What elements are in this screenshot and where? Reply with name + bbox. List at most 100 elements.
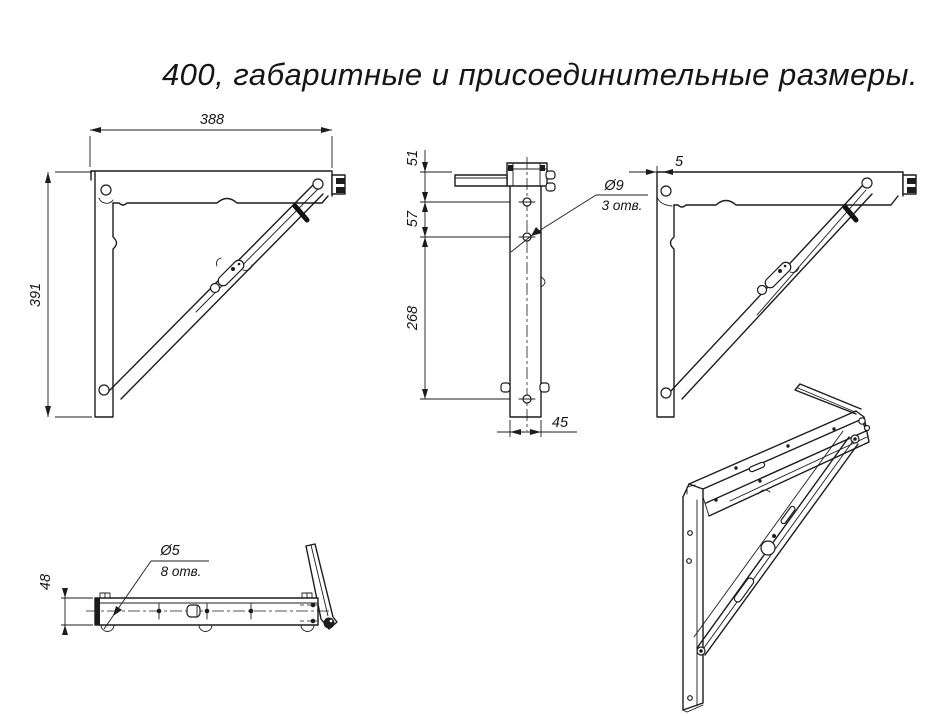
dim-width-label: 388 — [200, 112, 224, 128]
arrowhead — [321, 127, 332, 133]
arm-edge — [688, 410, 857, 485]
rivet-tab — [545, 182, 556, 192]
bar-end-cap — [95, 598, 100, 625]
callout-count: 3 отв. — [602, 198, 643, 213]
arm-hole — [734, 466, 738, 470]
dim-48-label: 48 — [38, 574, 54, 590]
brace-line — [120, 193, 324, 400]
hole — [98, 384, 110, 396]
arm-edge — [702, 418, 863, 490]
hole — [660, 387, 672, 399]
latch-pin — [783, 264, 787, 268]
hole-mark — [310, 602, 316, 608]
bracket-arm-outline — [90, 170, 333, 197]
lever-pivot-highlight — [329, 619, 333, 623]
hole — [100, 184, 112, 196]
dimension-line — [61, 590, 93, 634]
brace-slot — [292, 203, 310, 223]
bottom-bolt-center — [699, 649, 703, 653]
view-folded: 48 Ø5 8 отв. — [38, 543, 338, 635]
arm-left-edge — [702, 496, 710, 517]
hole — [861, 177, 873, 189]
hole — [312, 178, 324, 190]
brace-line — [195, 188, 319, 313]
dim-268-label: 268 — [405, 306, 421, 331]
arrowhead — [531, 227, 542, 236]
dim-51-label: 51 — [405, 150, 421, 166]
rivet-tab — [539, 382, 550, 393]
brace-inner-line — [700, 440, 854, 653]
latch-slot — [217, 259, 245, 287]
arrowhead — [62, 588, 68, 598]
latch-detail — [242, 264, 253, 271]
dim-height-label: 391 — [28, 283, 44, 307]
latch-hole — [760, 540, 776, 556]
slot — [186, 604, 201, 618]
view-side-right: 5 — [629, 154, 917, 418]
pivot-bolt-center — [853, 437, 857, 441]
callout-count: 8 отв. — [161, 564, 202, 579]
folding-lever-line — [797, 387, 856, 413]
hole — [660, 185, 672, 197]
column-body — [509, 165, 542, 418]
view-side-unfolded: 388 391 — [28, 112, 346, 418]
hole-mark — [156, 608, 162, 614]
dimension-line — [629, 166, 702, 186]
arm-notch — [757, 489, 771, 495]
arm-edge — [708, 441, 870, 517]
latch-pin — [778, 269, 782, 273]
rivet-line — [104, 592, 308, 599]
pivot-bolt — [863, 424, 871, 432]
post-foot — [682, 704, 704, 713]
callout-diameter: Ø9 — [603, 178, 623, 194]
dim-57-label: 57 — [405, 210, 421, 227]
pivot-bolt — [858, 417, 866, 425]
latch-pin — [237, 262, 241, 266]
hole-mark — [204, 608, 210, 614]
callout-diameter: Ø5 — [159, 543, 180, 559]
arrowhead — [422, 202, 428, 212]
corner-arc — [656, 196, 673, 207]
arm-hole — [714, 498, 718, 502]
end-fitting-tooth — [907, 178, 916, 184]
brace-line — [681, 193, 873, 400]
hole-mark — [248, 608, 254, 614]
corner-arc — [98, 197, 114, 204]
arm-edge — [705, 430, 867, 504]
arm-edge — [454, 174, 508, 187]
arrowhead — [62, 625, 68, 635]
rivet-tab — [500, 382, 511, 393]
view-edge: 51 57 268 45 — [405, 150, 648, 437]
bottom-tab — [100, 624, 315, 632]
extension-line — [89, 136, 333, 168]
rivet-tab — [545, 170, 556, 180]
latch-hole — [756, 284, 768, 296]
arrowhead — [90, 127, 101, 133]
brace-edge — [693, 430, 844, 638]
end-fitting-tooth — [907, 187, 916, 193]
wall-plate-outline — [94, 171, 118, 418]
arrowhead — [422, 162, 428, 172]
rivet-tab — [540, 276, 546, 288]
arrowhead — [113, 606, 122, 616]
arrowhead — [530, 429, 541, 435]
post-top-cap-inner — [686, 484, 696, 495]
arrowhead — [45, 406, 51, 417]
arm-hole — [758, 479, 762, 483]
arm-hole — [832, 427, 836, 431]
hole — [687, 695, 693, 701]
latch-pin — [772, 534, 776, 538]
folding-lever — [794, 383, 862, 415]
drawing-title: 400, габаритные и присоединительные разм… — [161, 57, 919, 92]
arrowhead — [422, 389, 428, 399]
brace-slot — [842, 204, 859, 223]
arrowhead — [422, 227, 428, 237]
dim-5-label: 5 — [675, 154, 684, 170]
leader-line — [103, 560, 152, 630]
arrowhead — [45, 172, 51, 183]
latch-detail — [789, 266, 800, 273]
hole-crosshair — [518, 201, 536, 400]
arrowhead — [510, 429, 521, 435]
